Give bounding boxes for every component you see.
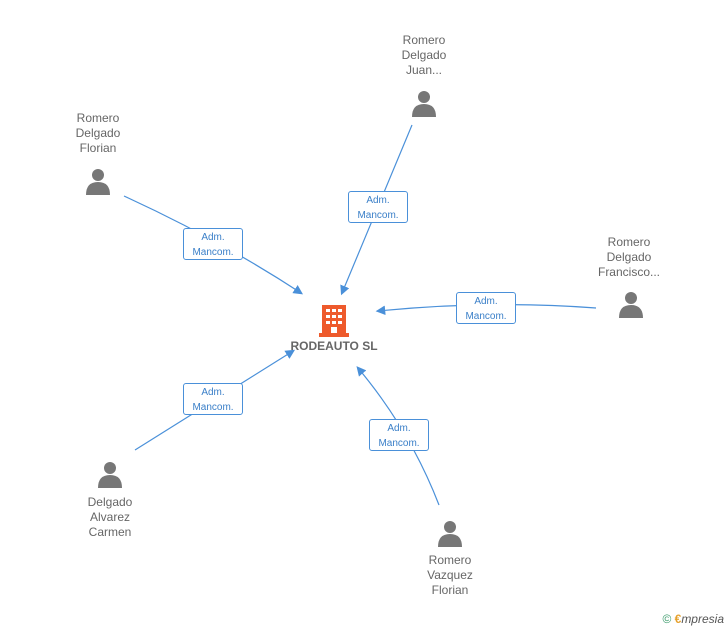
- building-icon: [319, 305, 349, 337]
- person-node-florian-delgado[interactable]: Romero Delgado Florian: [58, 111, 138, 195]
- person-name: Romero Delgado Florian: [75, 111, 121, 155]
- relation-label-carmen[interactable]: Adm.Mancom.: [183, 383, 243, 415]
- relation-label-florian-delgado[interactable]: Adm.Mancom.: [183, 228, 243, 260]
- person-node-juan[interactable]: Romero Delgado Juan...: [384, 33, 464, 117]
- person-node-francisco[interactable]: Romero Delgado Francisco...: [586, 235, 672, 318]
- person-icon: [412, 91, 436, 117]
- brand-name: mpresia: [681, 612, 724, 626]
- footer-logo[interactable]: © €mpresia: [662, 612, 724, 626]
- person-name: Delgado Alvarez Carmen: [87, 495, 133, 539]
- company-name: RODEAUTO SL: [290, 339, 378, 353]
- relation-label-juan[interactable]: Adm.Mancom.: [348, 191, 408, 223]
- person-name: Romero Delgado Francisco...: [597, 235, 660, 279]
- person-icon: [98, 462, 122, 488]
- person-icon: [619, 292, 643, 318]
- person-node-carmen[interactable]: Delgado Alvarez Carmen: [70, 460, 150, 540]
- relation-label-francisco[interactable]: Adm.Mancom.: [456, 292, 516, 324]
- copyright-icon: ©: [662, 612, 672, 626]
- brand-initial: €: [674, 612, 682, 626]
- person-name: Romero Vazquez Florian: [427, 553, 473, 597]
- company-node[interactable]: RODEAUTO SL: [284, 303, 384, 353]
- person-node-florian-vazquez[interactable]: Romero Vazquez Florian: [410, 519, 490, 598]
- person-name: Romero Delgado Juan...: [401, 33, 447, 77]
- person-icon: [86, 169, 110, 195]
- relation-label-florian-vazquez[interactable]: Adm.Mancom.: [369, 419, 429, 451]
- person-icon: [438, 521, 462, 547]
